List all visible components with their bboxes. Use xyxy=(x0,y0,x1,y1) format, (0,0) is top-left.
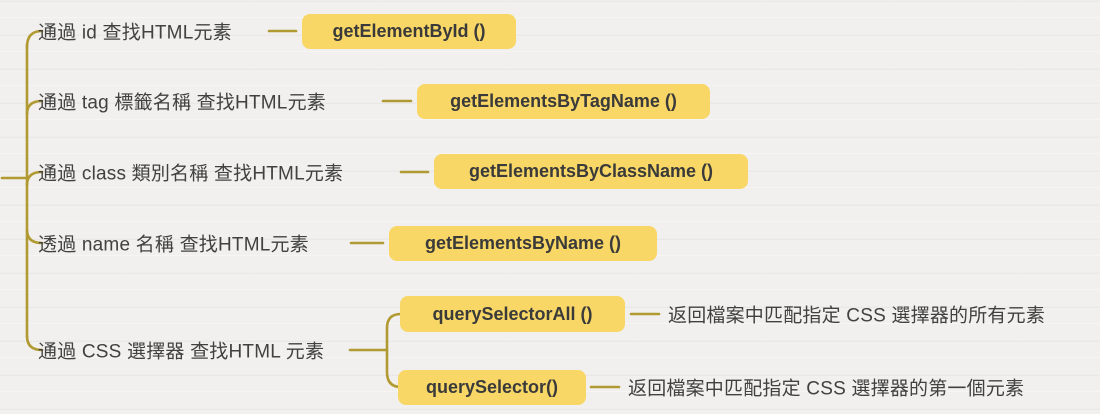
method-node-getelementsbytagname[interactable]: getElementsByTagName () xyxy=(417,84,710,119)
branch-curve-5 xyxy=(25,334,44,352)
method-node-queryselectorall[interactable]: querySelectorAll () xyxy=(400,296,625,332)
branch-label-tag[interactable]: 通過 tag 標籤名稱 查找HTML元素 xyxy=(38,92,326,114)
method-node-getelementsbyname[interactable]: getElementsByName () xyxy=(389,226,657,261)
branch-curve-4 xyxy=(25,228,44,245)
branch-label-id[interactable]: 通過 id 查找HTML元素 xyxy=(38,22,232,44)
branch-label-css-selector[interactable]: 通過 CSS 選擇器 查找HTML 元素 xyxy=(38,341,325,363)
method-node-queryselector[interactable]: querySelector() xyxy=(398,370,586,405)
css-branch-bracket xyxy=(385,312,403,389)
description-node-queryselectorall[interactable]: 返回檔案中匹配指定 CSS 選擇器的所有元素 xyxy=(668,305,1046,327)
branch-label-class[interactable]: 通過 class 類別名稱 查找HTML元素 xyxy=(38,163,344,185)
method-node-getelementsbyclassname[interactable]: getElementsByClassName () xyxy=(434,154,748,189)
branch-curve-3 xyxy=(25,170,44,187)
branch-curve-2 xyxy=(25,99,44,116)
description-node-queryselector[interactable]: 返回檔案中匹配指定 CSS 選擇器的第一個元素 xyxy=(628,378,1025,400)
method-node-getelementbyid[interactable]: getElementById () xyxy=(302,14,516,49)
branch-curve-1 xyxy=(25,29,44,49)
branch-label-name[interactable]: 透過 name 名稱 查找HTML元素 xyxy=(38,234,309,256)
